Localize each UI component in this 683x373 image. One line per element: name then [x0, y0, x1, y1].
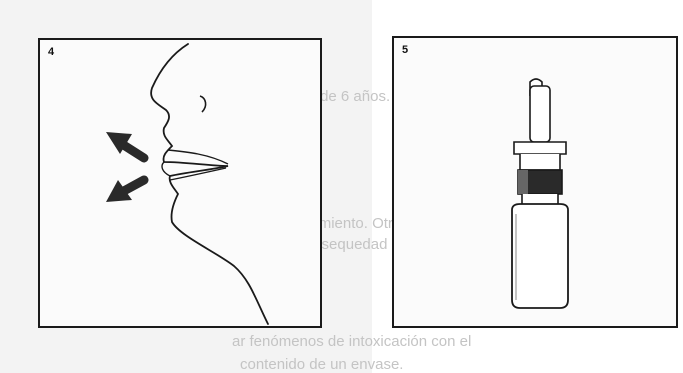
arrow-down-left-icon: [106, 180, 144, 202]
arrow-up-left-icon: [106, 132, 144, 158]
bleed-text-line-5: contenido de un envase.: [240, 356, 403, 373]
figure-4-panel: 4: [38, 38, 322, 328]
bleed-text-line-4: ar fenómenos de intoxicación con el: [232, 333, 471, 350]
nasal-spray-bottle-illustration: [394, 38, 676, 326]
face-profile-illustration: [40, 40, 320, 326]
figure-5-panel: 5: [392, 36, 678, 328]
